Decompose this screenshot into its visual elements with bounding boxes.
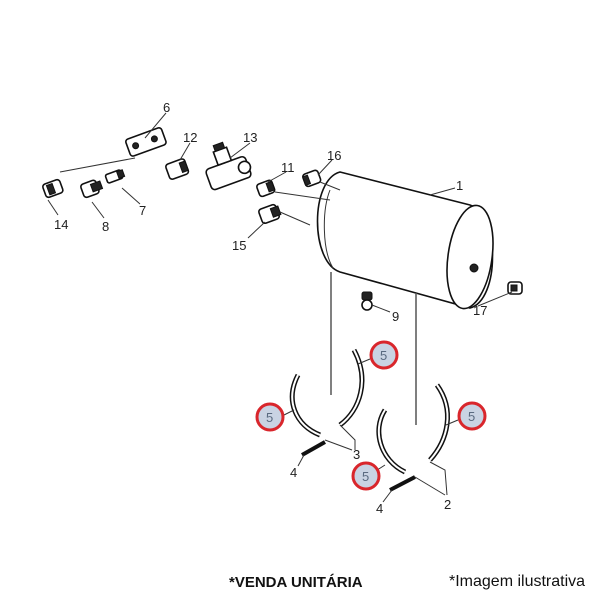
callout-8: 8 — [102, 219, 109, 234]
callout-12: 12 — [183, 130, 197, 145]
callout-4: 4 — [290, 465, 297, 480]
straps — [289, 348, 450, 475]
callout-5: 5 — [362, 469, 369, 484]
callout-15: 15 — [232, 238, 246, 253]
callout-9: 9 — [392, 309, 399, 324]
callout-1: 1 — [456, 178, 463, 193]
callout-17: 17 — [473, 303, 487, 318]
air-tank — [316, 171, 494, 310]
callout-11: 11 — [281, 160, 295, 175]
sold-individually-note: *VENDA UNITÁRIA — [229, 574, 363, 591]
callout-5: 5 — [266, 410, 273, 425]
callout-13: 13 — [243, 130, 257, 145]
callout-5: 5 — [468, 409, 475, 424]
callout-14: 14 — [54, 217, 68, 232]
illustrative-image-note: *Imagem ilustrativa — [449, 573, 586, 590]
callout-4: 4 — [376, 501, 383, 516]
highlight-callouts — [255, 340, 487, 491]
callout-16: 16 — [327, 148, 341, 163]
callout-2: 2 — [444, 497, 451, 512]
bolts — [301, 440, 416, 492]
callout-3: 3 — [353, 447, 360, 462]
fittings — [42, 127, 523, 311]
callout-6: 6 — [163, 100, 170, 115]
callout-5: 5 — [380, 348, 387, 363]
callout-7: 7 — [139, 203, 146, 218]
